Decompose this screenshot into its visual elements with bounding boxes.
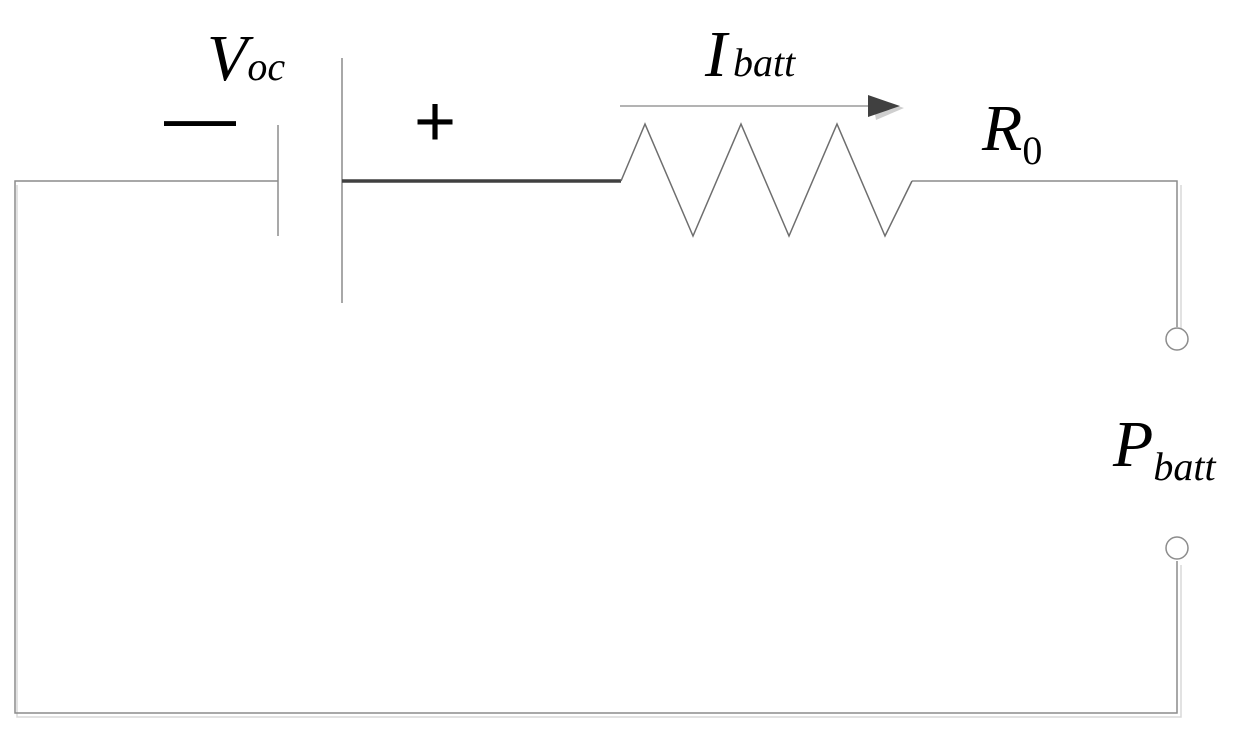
resistance-subscript: 0: [1022, 128, 1043, 173]
current-subscript: batt: [732, 40, 796, 85]
power-label: Pbatt: [1113, 412, 1216, 487]
wire-left-top: [14, 180, 1178, 714]
voltage-label: Voc: [207, 26, 285, 92]
power-subscript: batt: [1153, 444, 1216, 489]
voltage-symbol: V: [207, 22, 248, 95]
terminal-bottom: [1165, 536, 1189, 560]
resistance-symbol: R: [982, 92, 1023, 165]
current-symbol: I: [705, 18, 727, 91]
resistor-r0: [620, 122, 913, 238]
power-symbol: P: [1113, 408, 1154, 481]
battery-positive-sign: +: [414, 82, 457, 162]
resistance-label: R0: [982, 96, 1042, 171]
terminal-top: [1165, 327, 1189, 351]
wire-loop: [14, 180, 1178, 714]
battery-negative-sign: —: [164, 78, 236, 158]
voltage-subscript: oc: [247, 44, 286, 89]
wire-right-top: [912, 180, 1178, 327]
wire-shadow: [16, 185, 1182, 718]
current-arrow: [620, 95, 904, 120]
